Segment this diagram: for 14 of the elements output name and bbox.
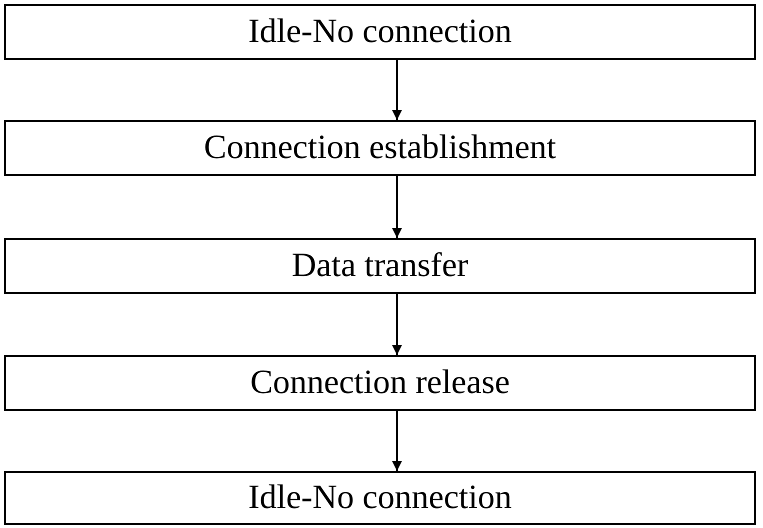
process-box xyxy=(4,120,756,176)
process-box xyxy=(4,471,756,525)
box-label: Connection release xyxy=(250,362,510,403)
box-label: Idle-No connection xyxy=(248,478,512,518)
box-label: Connection establishment xyxy=(204,128,556,168)
process-box xyxy=(4,238,756,294)
process-box xyxy=(4,355,756,411)
arrow xyxy=(392,294,402,355)
process-box xyxy=(4,4,756,60)
box-label: Idle-No connection xyxy=(248,12,512,52)
arrow xyxy=(392,411,402,471)
arrow xyxy=(392,60,402,120)
arrow xyxy=(392,176,402,238)
box-label: Data transfer xyxy=(292,246,468,286)
